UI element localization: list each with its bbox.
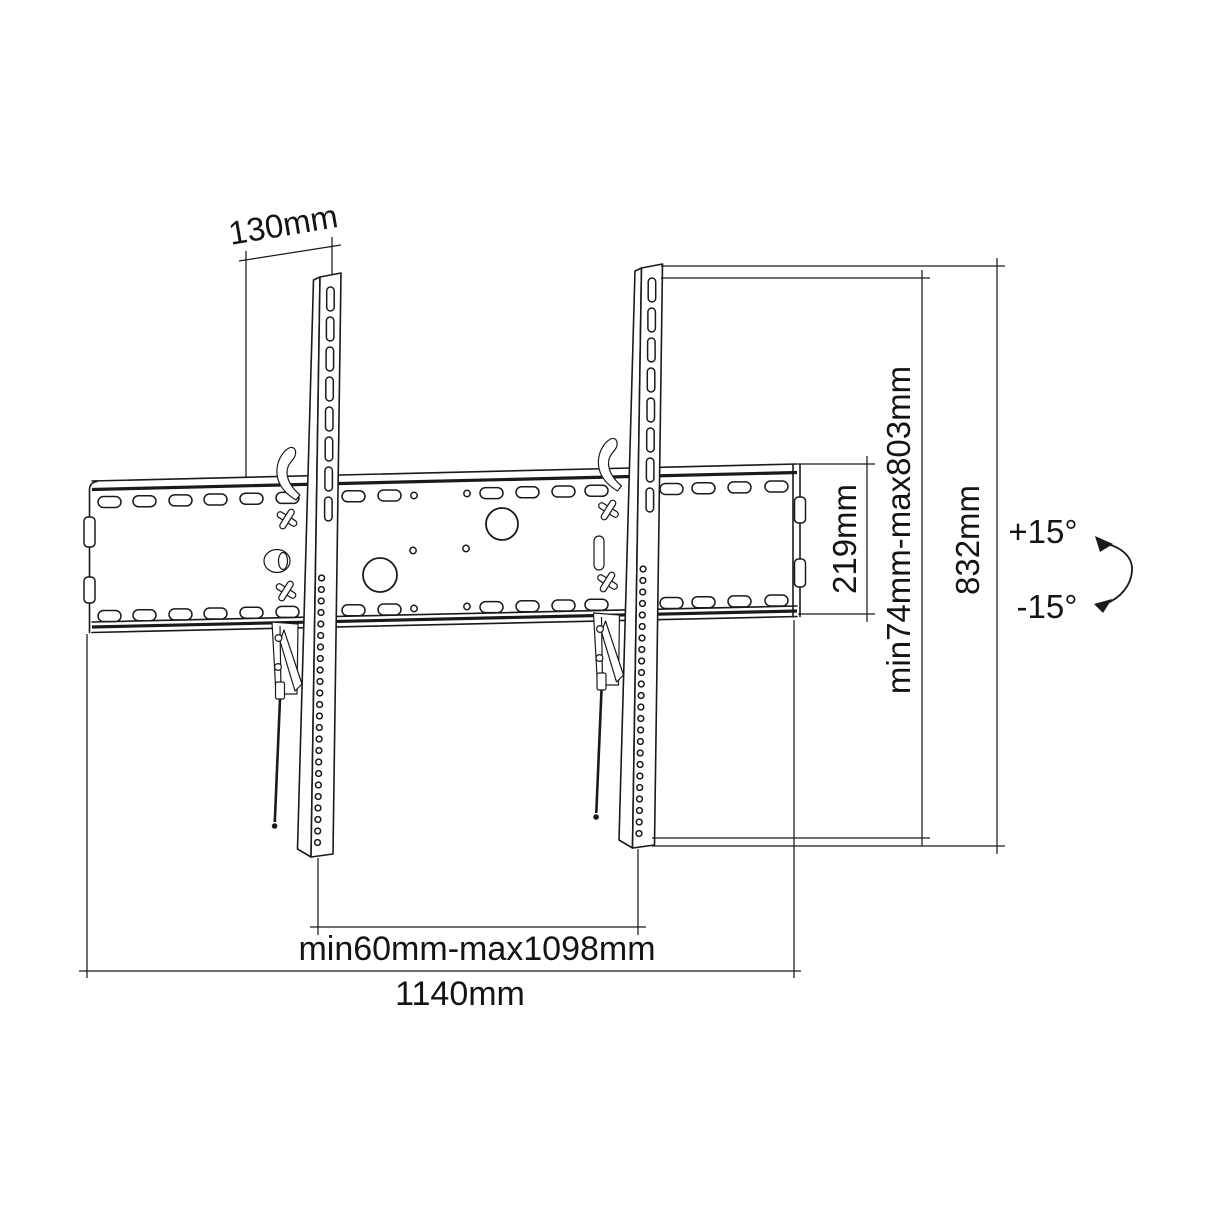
right-latch-link bbox=[593, 535, 605, 571]
tilt-up-label: +15° bbox=[1008, 513, 1077, 550]
dim-label-total-height: 832mm bbox=[949, 485, 986, 595]
dim-bracket-spacing: min60mm-max1098mm bbox=[298, 849, 656, 968]
dim-plate-width: 1140mm bbox=[79, 620, 801, 1013]
right-keyhole-slot-upper bbox=[793, 496, 807, 524]
dim-label-plate-height: 219mm bbox=[826, 484, 863, 594]
tilt-annotation: +15° -15° bbox=[1008, 513, 1133, 625]
right-latch-assembly bbox=[592, 437, 625, 822]
wall-plate-left-end bbox=[88, 480, 98, 634]
dim-label-bracket-spacing: min60mm-max1098mm bbox=[298, 930, 655, 968]
plate-large-hole-left bbox=[362, 557, 398, 593]
left-keyhole-slot-lower bbox=[83, 576, 96, 604]
dimension-annotations: 130mm 219mm min74mm-max803mm 832mm +15° … bbox=[79, 197, 1133, 1013]
plate-top-slot-row bbox=[97, 480, 789, 509]
left-bracket-arm bbox=[298, 273, 342, 857]
left-latch-assembly bbox=[263, 446, 304, 831]
dim-bracket-depth: 130mm bbox=[226, 197, 342, 477]
right-bracket-arm bbox=[619, 264, 663, 848]
dim-label-bracket-height-range: min74mm-max803mm bbox=[880, 366, 917, 694]
dim-plate-height: 219mm bbox=[798, 456, 875, 622]
left-keyhole-slot-upper bbox=[83, 516, 96, 548]
dim-label-plate-width: 1140mm bbox=[395, 975, 525, 1013]
dim-total-height: 832mm bbox=[652, 258, 1005, 854]
right-keyhole-slot-lower bbox=[793, 558, 807, 588]
tilt-down-label: -15° bbox=[1017, 588, 1078, 625]
plate-small-holes bbox=[409, 489, 471, 613]
tilt-arc-arrow-icon bbox=[1094, 536, 1133, 613]
dim-label-bracket-depth: 130mm bbox=[226, 197, 341, 252]
plate-large-hole-right bbox=[485, 507, 519, 541]
dim-bracket-height-range: min74mm-max803mm bbox=[652, 270, 930, 846]
wall-plate bbox=[83, 463, 807, 634]
